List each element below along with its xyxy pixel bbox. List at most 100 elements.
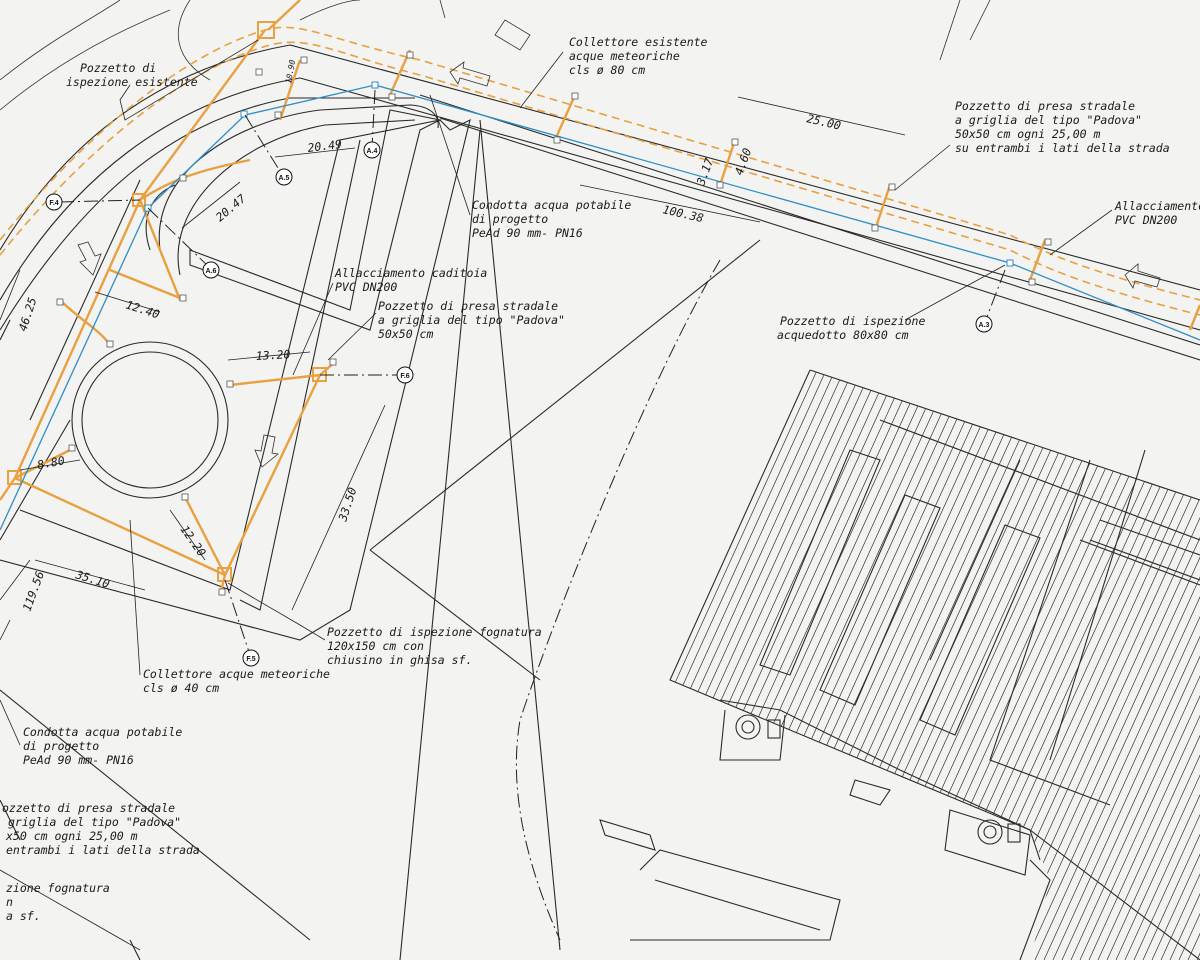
- grate: [571, 92, 579, 100]
- hatch-line: [1124, 370, 1200, 960]
- section-marker-f5: F.5: [242, 649, 260, 667]
- hatch-line: [890, 370, 1192, 960]
- roundabout-inner: [81, 351, 219, 489]
- dim-8-80: 8.80: [36, 453, 66, 472]
- grate: [218, 588, 226, 596]
- hatch-line: [827, 370, 1129, 960]
- hatch-line: [926, 370, 1200, 960]
- grate: [300, 56, 308, 64]
- section-lines: [59, 89, 1006, 656]
- svg-text:A.3: A.3: [979, 322, 990, 329]
- section-marker-a3: A.3: [975, 315, 993, 333]
- section-marker-a5: A.5: [275, 168, 293, 186]
- hatch-line: [854, 370, 1156, 960]
- label-condotta-center-1: Condotta acqua potabile: [472, 198, 631, 212]
- road-centerline: [515, 259, 721, 941]
- section-marker-a6: A.6: [202, 261, 220, 279]
- dim-119-56: 119.56: [20, 569, 47, 613]
- hatch-line: [719, 370, 1021, 960]
- hatch-line: [1079, 370, 1200, 960]
- hatch-line: [1142, 370, 1200, 960]
- grate: [716, 181, 724, 189]
- grate: [888, 183, 896, 191]
- label-presa-center-1: Pozzetto di presa stradale: [378, 299, 558, 313]
- hatch-line: [1016, 370, 1200, 960]
- label-presa-left-3: x50 cm ogni 25,00 m: [5, 829, 138, 843]
- label-acquedotto-2: acquedotto 80x80 cm: [777, 328, 909, 342]
- grates: [56, 51, 1052, 596]
- label-condotta-left-3: PeAd 90 mm- PN16: [23, 753, 134, 767]
- hatch-line: [1106, 370, 1200, 960]
- hatch-line: [670, 370, 922, 960]
- hatch-line: [674, 370, 976, 960]
- svg-text:F.4: F.4: [49, 200, 58, 207]
- grate: [388, 93, 396, 101]
- grate: [1028, 278, 1036, 286]
- label-presa-left-4: entrambi i lati della strada: [6, 843, 200, 857]
- section-marker-f4: F.4: [45, 193, 63, 211]
- label-fognatura-left-1: zione fognatura: [6, 881, 110, 895]
- dim-3-17: 3.17: [693, 156, 716, 188]
- label-presa-left-1: ozzetto di presa stradale: [2, 801, 175, 815]
- label-pozzetto-esistente-1: Pozzetto di: [80, 61, 156, 75]
- road-edges: [0, 0, 1200, 541]
- label-collettore-esistente-1: Collettore esistente: [569, 35, 708, 49]
- hatch-line: [692, 370, 994, 960]
- hatch-line: [670, 370, 823, 960]
- label-collettore-esistente-3: cls ø 80 cm: [569, 63, 645, 77]
- hatch-line: [670, 370, 859, 960]
- hatch-line: [818, 370, 1120, 960]
- label-collettore40-2: cls ø 40 cm: [143, 681, 219, 695]
- label-collettore-esistente-2: acque meteoriche: [569, 49, 680, 63]
- hatch-line: [670, 370, 958, 960]
- dim-35-10: 35.10: [73, 567, 111, 591]
- hatch-line: [944, 370, 1200, 960]
- hatch-line: [1025, 370, 1200, 960]
- label-fognatura-left-3: a sf.: [6, 909, 41, 923]
- hatch-line: [670, 370, 850, 960]
- hatch-line: [670, 370, 868, 960]
- grate: [871, 224, 879, 232]
- hatch-line: [1052, 370, 1200, 960]
- grate: [731, 138, 739, 146]
- label-fognatura-left-2: n: [6, 895, 13, 909]
- label-collettore40-1: Collettore acque meteoriche: [143, 667, 330, 681]
- hatch-line: [1007, 370, 1200, 960]
- label-presa-top-4: su entrambi i lati della strada: [955, 141, 1170, 155]
- hatch-line: [728, 370, 1030, 960]
- hatch-line: [872, 370, 1174, 960]
- hatch-line: [1043, 370, 1200, 960]
- label-fognatura-3: chiusino in ghisa sf.: [327, 653, 472, 667]
- traffic-islands: [0, 109, 761, 960]
- section-markers: F.4 A.4 A.5 A.6 F.6 F.5 A.3: [45, 141, 993, 667]
- hatch-line: [737, 370, 1039, 960]
- label-allacciamento-top-1: Allacciamento c: [1114, 199, 1200, 213]
- dim-25-00: 25.00: [805, 111, 842, 132]
- hatch-line: [710, 370, 1012, 960]
- label-presa-center-2: a griglia del tipo "Padova": [378, 313, 565, 327]
- grate: [274, 111, 282, 119]
- label-condotta-center-3: PeAd 90 mm- PN16: [472, 226, 583, 240]
- hatch-line: [908, 370, 1200, 960]
- label-caditoia-1: Allacciamento caditoia: [334, 266, 487, 280]
- hatch-line: [1070, 370, 1200, 960]
- grate: [179, 294, 187, 302]
- grate: [56, 298, 64, 306]
- grate: [329, 358, 337, 366]
- svg-text:F.6: F.6: [400, 373, 409, 380]
- label-presa-top-3: 50x50 cm ogni 25,00 m: [955, 127, 1100, 141]
- hatch-line: [998, 370, 1200, 960]
- label-caditoia-2: PVC DN200: [335, 280, 397, 294]
- flow-arrows: [77, 19, 1161, 468]
- hatch-line: [989, 370, 1200, 960]
- annotation-labels: Pozzetto di ispezione esistente Colletto…: [2, 35, 1200, 923]
- hatch-line: [670, 370, 841, 960]
- hatch-line: [670, 370, 967, 960]
- hatch-line: [773, 370, 1075, 960]
- grate: [255, 68, 263, 76]
- label-condotta-left-1: Condotta acqua potabile: [23, 725, 182, 739]
- dimension-lines: [0, 96, 906, 641]
- hatch-line: [670, 370, 895, 960]
- grate: [181, 493, 189, 501]
